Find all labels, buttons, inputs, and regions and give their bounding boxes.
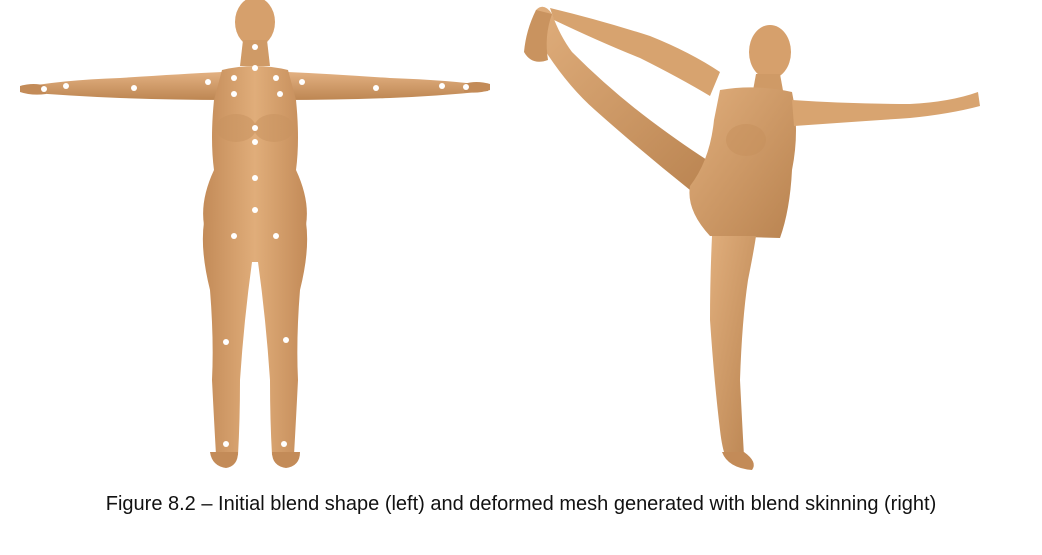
t-pose-mesh [20, 0, 490, 468]
joint-marker [231, 91, 237, 97]
joint-marker [131, 85, 137, 91]
body-silhouette [524, 6, 980, 470]
joint-marker [252, 175, 258, 181]
joint-marker [252, 125, 258, 131]
joint-marker [252, 207, 258, 213]
joint-marker [273, 233, 279, 239]
joint-marker [439, 83, 445, 89]
joint-marker [231, 75, 237, 81]
joint-markers [41, 44, 469, 447]
joint-marker [223, 441, 229, 447]
joint-marker [283, 337, 289, 343]
joint-marker [277, 91, 283, 97]
joint-marker [231, 233, 237, 239]
joint-marker [299, 79, 305, 85]
joint-marker [373, 85, 379, 91]
joint-marker [205, 79, 211, 85]
figure-caption: Figure 8.2 – Initial blend shape (left) … [105, 493, 937, 515]
joint-marker [63, 83, 69, 89]
joint-marker [223, 339, 229, 345]
joint-marker [41, 86, 47, 92]
standing-split-mesh [524, 6, 980, 470]
joint-marker [252, 139, 258, 145]
joint-marker [252, 65, 258, 71]
deformed-mesh-figure [500, 0, 1042, 480]
joint-marker [463, 84, 469, 90]
initial-blend-shape-figure [0, 0, 510, 480]
joint-marker [252, 44, 258, 50]
body-silhouette [20, 0, 490, 468]
joint-marker [273, 75, 279, 81]
joint-marker [281, 441, 287, 447]
